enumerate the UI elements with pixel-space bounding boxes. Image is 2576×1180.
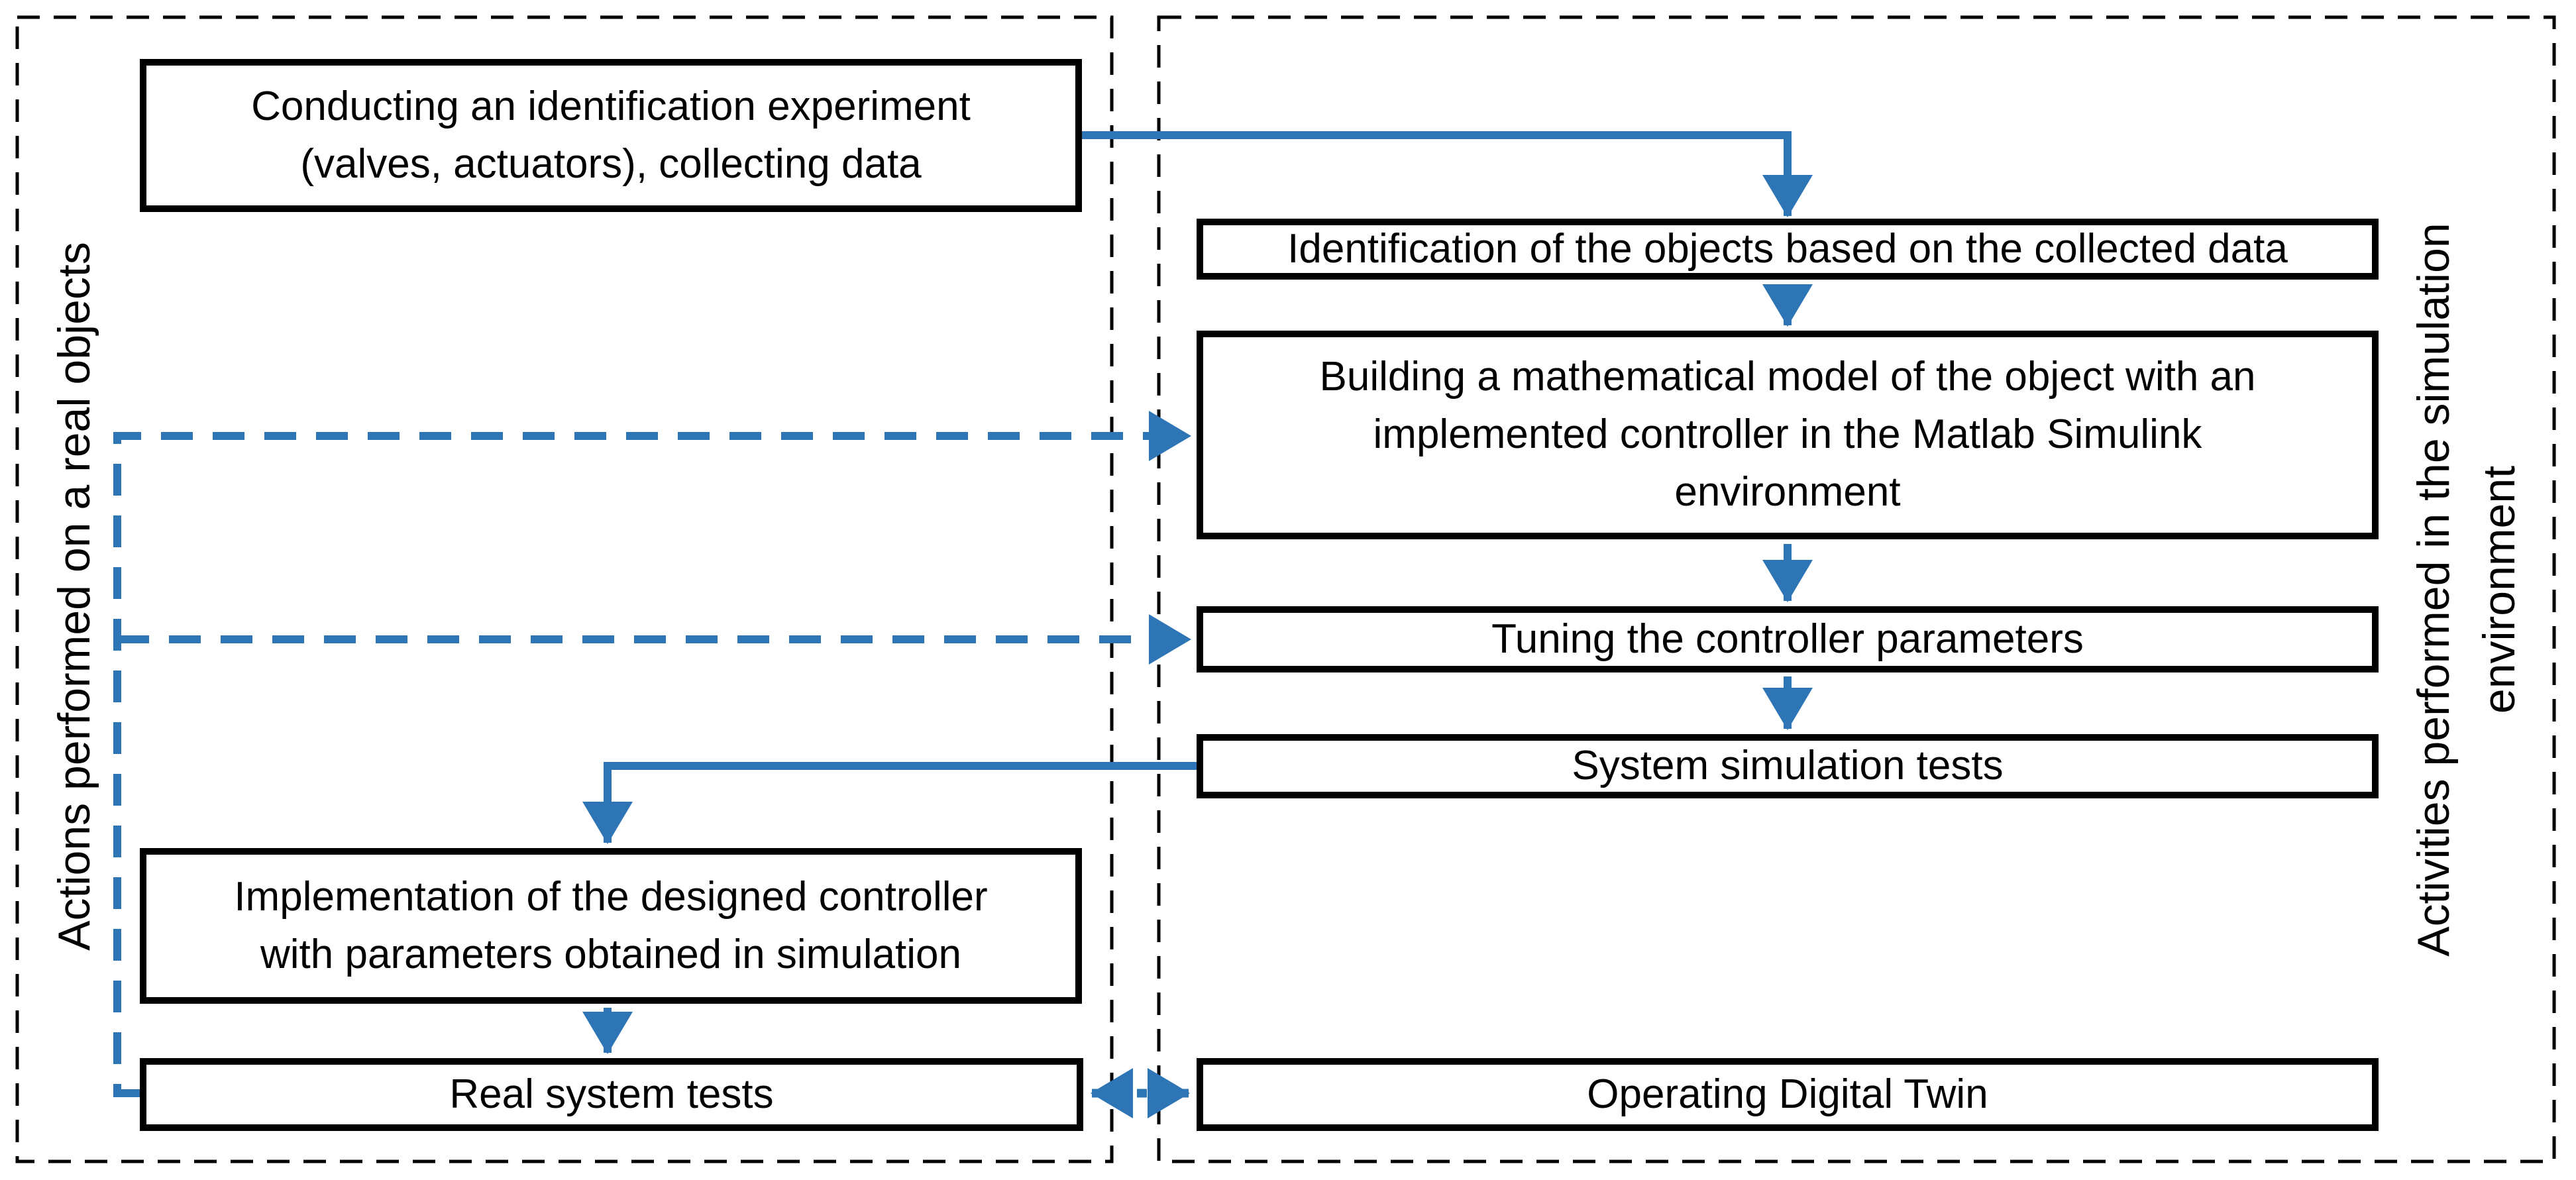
box-object-identification: Identification of the objects based on t… xyxy=(1197,219,2379,280)
connector-simulation-tests-to-implementation xyxy=(582,762,1197,844)
right-section-label: Activities performed in the simulation e… xyxy=(2408,223,2524,957)
connector-conducting-to-identification xyxy=(1082,131,1813,217)
box-conducting-experiment: Conducting an identification experiment … xyxy=(140,59,1082,212)
box-operating-digital-twin: Operating Digital Twin xyxy=(1197,1058,2379,1131)
box-tuning-parameters: Tuning the controller parameters xyxy=(1197,606,2379,672)
box-real-system-tests: Real system tests xyxy=(140,1058,1083,1131)
box-controller-implementation: Implementation of the designed controlle… xyxy=(140,848,1082,1004)
box-system-simulation-tests: System simulation tests xyxy=(1197,734,2379,798)
box-mathematical-model: Building a mathematical model of the obj… xyxy=(1197,331,2379,539)
right-section-border xyxy=(1157,15,2556,1163)
left-section-label: Actions performed on a real objects xyxy=(48,242,99,951)
